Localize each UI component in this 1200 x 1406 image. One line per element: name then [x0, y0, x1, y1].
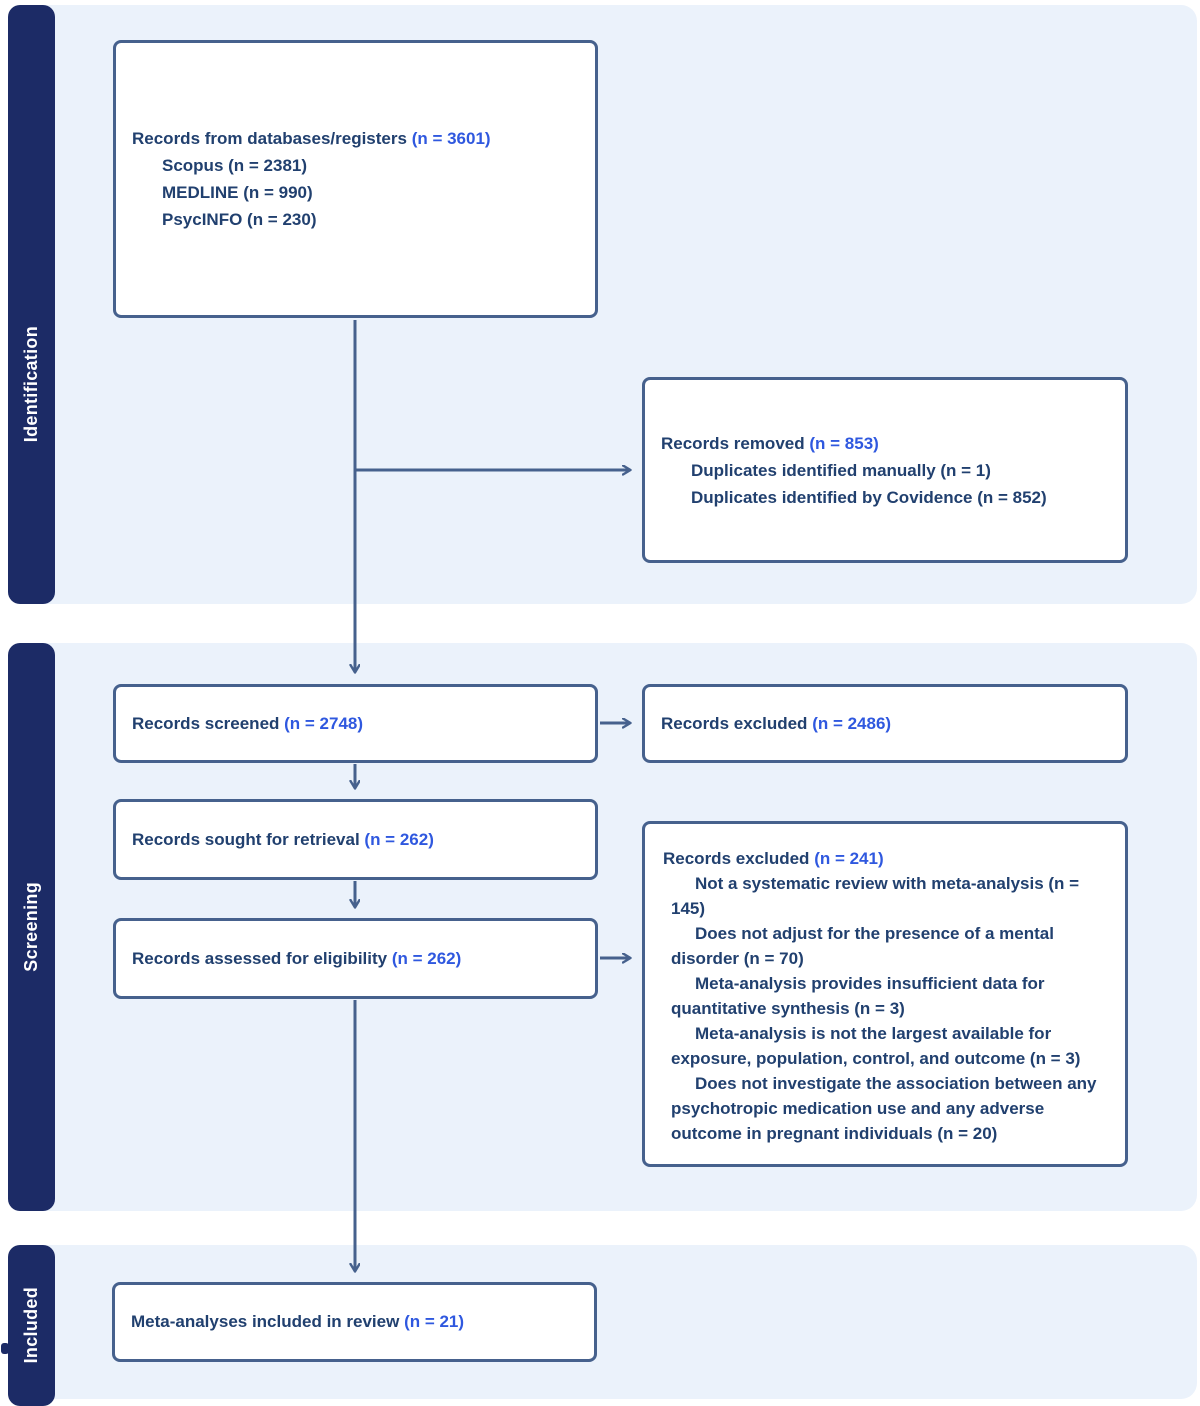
box-count: (n = 21)	[404, 1312, 465, 1331]
box-title: Records excluded	[663, 849, 810, 868]
box-title: Records sought for retrieval	[132, 829, 360, 849]
edge-dash-artifact	[1, 1343, 9, 1354]
records-screened-box: Records screened (n = 2748)	[113, 684, 598, 763]
box-count: (n = 241)	[814, 849, 884, 868]
box-item: Scopus (n = 2381)	[162, 156, 308, 175]
box-title: Records screened	[132, 713, 280, 733]
meta-analyses-included-box: Meta-analyses included in review (n = 21…	[112, 1282, 597, 1362]
box-title: Records removed	[661, 433, 805, 453]
box-title-line: Records excluded (n = 2486)	[645, 714, 1125, 734]
box-title: Records from databases/registers	[132, 129, 407, 148]
box-title-line: Records from databases/registers (n = 36…	[116, 125, 595, 152]
records-assessed-eligibility-box: Records assessed for eligibility (n = 26…	[113, 918, 598, 999]
records-excluded-screening-box: Records excluded (n = 2486)	[642, 684, 1128, 763]
box-title: Meta-analyses included in review	[131, 1312, 400, 1331]
phase-label-identification: Identification	[21, 326, 41, 443]
phase-label-screening: Screening	[21, 882, 41, 972]
phase-label-included: Included	[21, 1287, 41, 1364]
box-title-line: Records excluded (n = 241)	[663, 846, 1107, 871]
box-item: PsycINFO (n = 230)	[162, 210, 317, 229]
exclusion-reason: Does not investigate the association bet…	[671, 1074, 1097, 1143]
exclusion-reason: Does not adjust for the presence of a me…	[671, 924, 1054, 968]
identification-phase-tab: Identification	[8, 5, 55, 604]
screening-phase-tab: Screening	[8, 643, 55, 1211]
box-title-line: Records assessed for eligibility (n = 26…	[116, 949, 595, 969]
records-from-databases-box: Records from databases/registers (n = 36…	[113, 40, 598, 318]
box-title: Records assessed for eligibility	[132, 948, 388, 968]
included-phase-tab: Included	[8, 1245, 55, 1406]
records-excluded-eligibility-box: Records excluded (n = 241) Not a systema…	[642, 821, 1128, 1167]
box-item: Duplicates identified manually (n = 1)	[691, 460, 991, 480]
exclusion-reason: Meta-analysis provides insufficient data…	[671, 974, 1045, 1018]
box-item: MEDLINE (n = 990)	[162, 183, 313, 202]
box-item: Duplicates identified by Covidence (n = …	[691, 487, 1047, 507]
records-removed-box: Records removed (n = 853) Duplicates ide…	[642, 377, 1128, 563]
box-count: (n = 3601)	[411, 129, 491, 148]
box-title-line: Meta-analyses included in review (n = 21…	[115, 1312, 594, 1332]
exclusion-reason: Not a systematic review with meta-analys…	[671, 874, 1080, 918]
box-title-line: Records sought for retrieval (n = 262)	[116, 830, 595, 850]
exclusion-reason: Meta-analysis is not the largest availab…	[671, 1024, 1081, 1068]
box-title-line: Records removed (n = 853)	[645, 430, 1125, 457]
box-count: (n = 262)	[391, 948, 462, 968]
box-title: Records excluded	[661, 713, 808, 733]
box-count: (n = 262)	[364, 829, 434, 849]
box-count: (n = 2486)	[812, 713, 892, 733]
box-count: (n = 2748)	[284, 713, 364, 733]
box-count: (n = 853)	[809, 433, 879, 453]
box-title-line: Records screened (n = 2748)	[116, 714, 595, 734]
records-sought-retrieval-box: Records sought for retrieval (n = 262)	[113, 799, 598, 880]
